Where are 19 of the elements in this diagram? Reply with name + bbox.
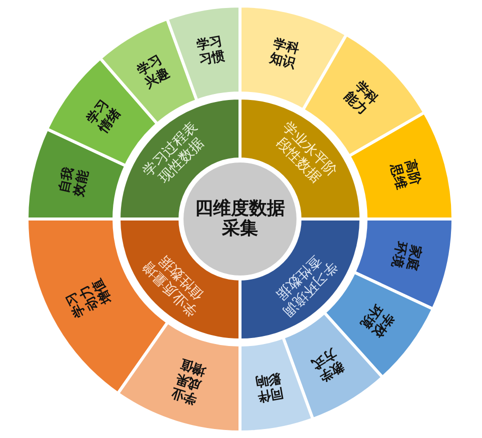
segment-label: 学业成果增值 — [168, 355, 209, 406]
segment-label: 学业水平阶段性数据 — [272, 118, 342, 188]
segment-label: 学习兴趣 — [134, 52, 174, 94]
segment-label: 学习动力增值 — [62, 274, 116, 321]
segment-label: 自我效能 — [56, 165, 92, 200]
segment-label: 学科知识 — [266, 36, 302, 74]
segment-label: 高阶思维 — [386, 157, 422, 194]
segment-label: 学习习惯 — [194, 34, 227, 70]
segment-label: 学习情绪 — [84, 96, 125, 138]
segment-label: 学科能力 — [340, 78, 382, 120]
segment-label: 教学方式 — [308, 344, 348, 385]
segment-label: 同伴影响 — [253, 368, 286, 404]
segment-label: 家庭环境 — [388, 238, 424, 274]
segment-label: 学业质量增值性数据 — [138, 250, 208, 322]
segment-label: 四维度数据采集 — [194, 198, 286, 240]
segment-label: 学习过程表现性数据 — [138, 118, 208, 188]
outer-ring-segment — [116, 320, 242, 434]
segment-label: 学习环境调查性数据 — [272, 250, 342, 322]
segment-label: 学校环境 — [356, 300, 398, 341]
